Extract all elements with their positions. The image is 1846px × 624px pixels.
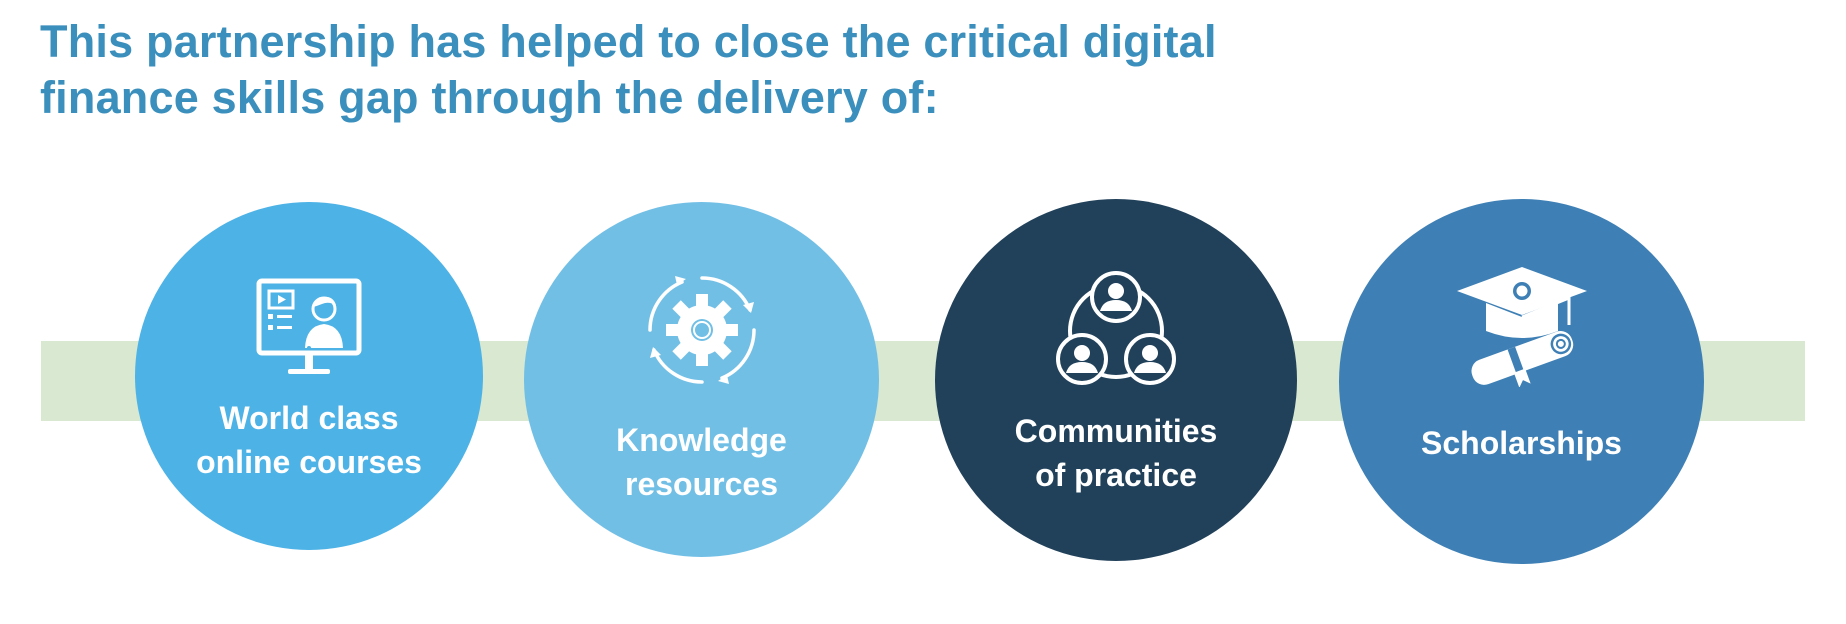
- gear-cycle-icon: [647, 276, 756, 384]
- item-communities-of-practice: Communities of practice: [935, 199, 1297, 561]
- item-scholarships: Scholarships: [1339, 199, 1704, 564]
- item-label: Scholarships: [1421, 425, 1622, 461]
- item-label: Communities of practice: [1014, 413, 1218, 493]
- graduation-cap-diploma-icon: [1456, 267, 1587, 387]
- headline-line-2: finance skills gap through the delivery …: [40, 72, 939, 123]
- online-course-monitor-icon: [256, 278, 362, 374]
- item-online-courses: World class online courses: [135, 202, 483, 550]
- item-label: Knowledge resources: [616, 422, 787, 502]
- item-label: World class online courses: [196, 400, 422, 480]
- community-network-icon: [1056, 271, 1176, 385]
- item-knowledge-resources: Knowledge resources: [524, 202, 879, 557]
- headline-line-1: This partnership has helped to close the…: [40, 16, 1217, 67]
- headline: This partnership has helped to close the…: [40, 14, 1340, 126]
